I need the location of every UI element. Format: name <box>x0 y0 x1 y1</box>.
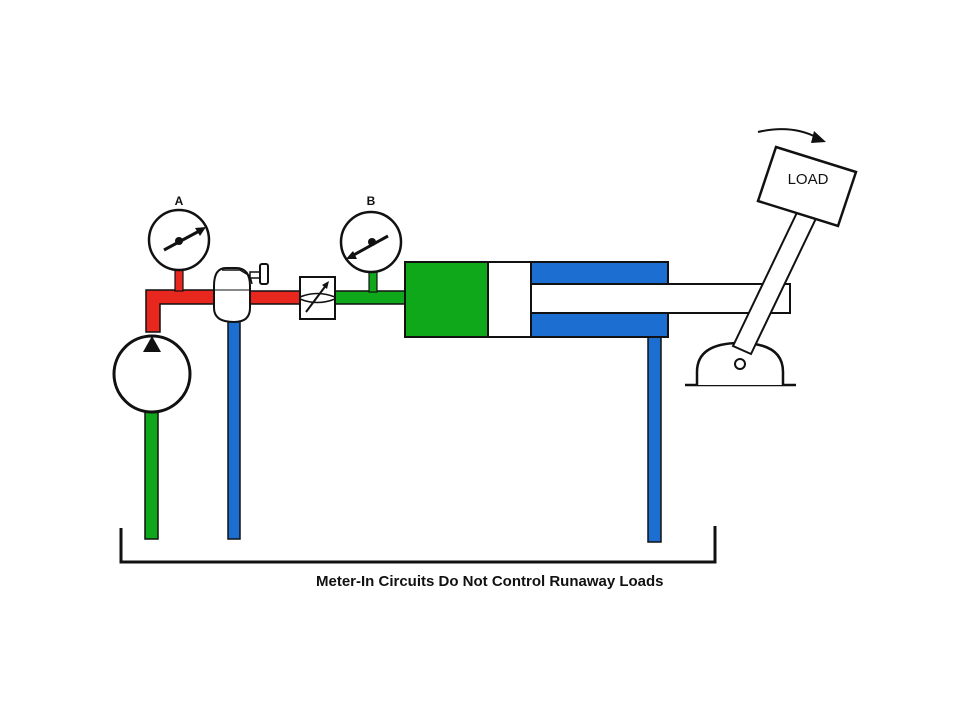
runaway-direction-arrow <box>757 128 819 139</box>
load-block <box>756 145 858 228</box>
pump <box>112 334 192 414</box>
relief-valve-bonnet <box>222 269 253 285</box>
pump-direction-icon <box>143 336 161 352</box>
relief-tank-line <box>227 317 241 540</box>
pressure-gauge-a: A <box>147 194 211 272</box>
runaway-arrow-head-icon <box>811 131 826 143</box>
flow-control-orifice <box>299 292 336 304</box>
variable-arrow-icon <box>322 281 329 289</box>
piston-rod <box>530 283 791 314</box>
flow-control-valve <box>299 276 336 320</box>
gauge-a-needle <box>163 227 204 252</box>
pump-suction-line <box>144 407 159 540</box>
gauge-a-hub <box>175 237 183 245</box>
gauge-a-stem <box>174 268 184 292</box>
hydraulic-cylinder <box>404 261 791 338</box>
relief-valve-stem <box>249 271 261 279</box>
gauge-b-needle <box>349 234 389 259</box>
cylinder-cap-chamber <box>404 261 489 338</box>
pivot-pin-icon <box>734 358 746 370</box>
gauge-a-label: A <box>175 194 184 208</box>
gauge-a-needle-tip-icon <box>195 227 206 236</box>
pressure-gauge-b: B <box>339 194 403 274</box>
reservoir-tank <box>119 526 717 564</box>
cylinder-return-line <box>647 329 662 543</box>
relief-valve <box>213 263 269 324</box>
load-lever-arm <box>731 198 823 356</box>
relief-to-valve-line <box>249 290 301 305</box>
variable-arrow-line <box>305 283 328 313</box>
load-lever-assembly: LOAD <box>685 128 858 387</box>
gauge-b-needle-tip-icon <box>346 251 357 259</box>
pump-pressure-line <box>145 289 221 333</box>
gauge-b-label: B <box>367 194 376 208</box>
relief-valve-knob-icon <box>259 263 269 285</box>
relief-valve-body <box>213 267 251 324</box>
cylinder-piston <box>487 261 532 338</box>
valve-to-cylinder-line <box>334 290 407 305</box>
diagram-caption: Meter-In Circuits Do Not Control Runaway… <box>316 573 664 590</box>
load-label: LOAD <box>788 171 829 188</box>
gauge-b-hub <box>368 238 376 246</box>
gauge-b-stem <box>368 269 378 293</box>
